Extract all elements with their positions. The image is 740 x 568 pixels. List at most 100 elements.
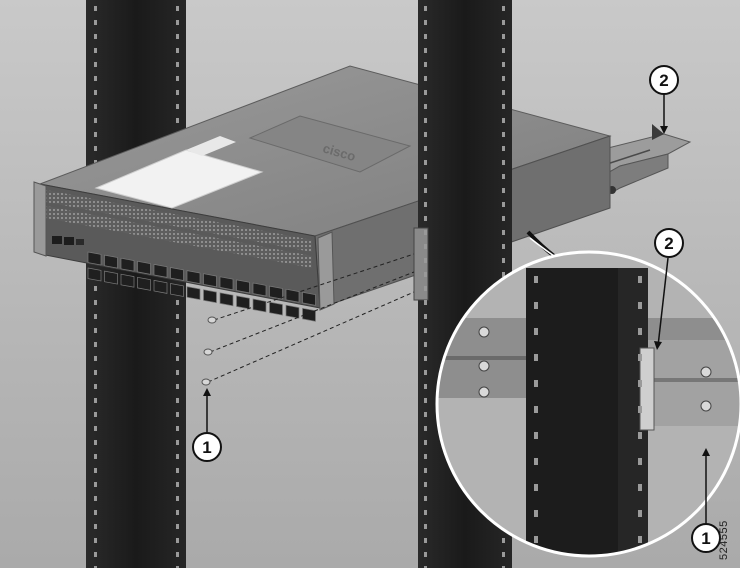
- rack-hole: [176, 300, 179, 305]
- rack-hole: [424, 132, 427, 137]
- callout-2-slide-rail: 2: [649, 65, 679, 95]
- rack-hole: [502, 118, 505, 123]
- front-vent-upper: [46, 190, 312, 252]
- rack-hole: [176, 412, 179, 417]
- rack-hole: [638, 328, 642, 335]
- rack-hole: [176, 314, 179, 319]
- svg-text:2: 2: [664, 234, 673, 253]
- rack-hole: [424, 398, 427, 403]
- rack-hole: [502, 244, 505, 249]
- rack-hole: [424, 230, 427, 235]
- rack-hole: [424, 202, 427, 207]
- rack-hole: [424, 314, 427, 319]
- rack-hole: [176, 468, 179, 473]
- screw-icon: [478, 386, 490, 398]
- rack-hole: [424, 510, 427, 515]
- rack-hole: [424, 90, 427, 95]
- rack-hole: [94, 300, 97, 305]
- rack-hole: [94, 314, 97, 319]
- qsfp-port: [104, 270, 118, 285]
- rack-hole: [638, 458, 642, 465]
- rack-hole: [94, 286, 97, 291]
- rack-hole: [502, 62, 505, 67]
- rack-hole: [638, 432, 642, 439]
- rack-hole: [176, 90, 179, 95]
- rack-hole: [176, 34, 179, 39]
- qsfp-port: [302, 291, 316, 306]
- rack-hole: [94, 146, 97, 151]
- qsfp-port: [104, 254, 118, 269]
- management-port-1: [52, 236, 62, 244]
- rack-hole: [94, 356, 97, 361]
- rack-hole: [638, 536, 642, 543]
- rack-hole: [176, 76, 179, 81]
- rack-hole: [94, 552, 97, 557]
- rack-hole: [502, 174, 505, 179]
- rack-hole: [424, 118, 427, 123]
- rack-hole: [176, 426, 179, 431]
- rack-hole: [638, 484, 642, 491]
- rack-hole: [502, 230, 505, 235]
- rack-hole: [502, 48, 505, 53]
- rack-hole: [424, 412, 427, 417]
- rack-hole: [424, 48, 427, 53]
- rack-hole: [534, 380, 538, 387]
- rack-hole: [534, 484, 538, 491]
- qsfp-port: [137, 260, 151, 275]
- rack-hole: [176, 510, 179, 515]
- rack-hole: [176, 566, 179, 568]
- rack-hole: [534, 354, 538, 361]
- rack-hole: [424, 566, 427, 568]
- rack-hole: [638, 380, 642, 387]
- rack-hole: [502, 552, 505, 557]
- rack-hole: [424, 552, 427, 557]
- rack-hole: [94, 412, 97, 417]
- rack-hole: [424, 244, 427, 249]
- rack-hole: [176, 440, 179, 445]
- rack-hole: [94, 398, 97, 403]
- rack-hole: [176, 6, 179, 11]
- rack-hole: [176, 104, 179, 109]
- rack-hole: [94, 342, 97, 347]
- rack-hole: [424, 272, 427, 277]
- rack-hole: [424, 468, 427, 473]
- rack-hole: [534, 302, 538, 309]
- rack-hole: [94, 34, 97, 39]
- qsfp-port: [153, 279, 168, 294]
- qsfp-port: [285, 288, 300, 303]
- figure-id-label: 524555: [718, 520, 730, 560]
- rack-hole: [94, 328, 97, 333]
- rack-hole: [424, 258, 427, 263]
- svg-text:1: 1: [202, 438, 211, 457]
- rack-hole: [502, 76, 505, 81]
- qsfp-port: [269, 301, 283, 316]
- rack-hole: [94, 538, 97, 543]
- rack-hole: [502, 258, 505, 263]
- rack-hole: [94, 468, 97, 473]
- rack-hole: [502, 216, 505, 221]
- callout-1-screw-detail: 1: [691, 523, 721, 553]
- qsfp-port-grid: [87, 251, 316, 322]
- rack-hole: [94, 6, 97, 11]
- rack-hole: [94, 384, 97, 389]
- qsfp-port: [170, 267, 184, 281]
- magnified-detail-view: [435, 250, 740, 568]
- rack-hole: [176, 552, 179, 557]
- rack-hole: [424, 426, 427, 431]
- rack-hole: [176, 328, 179, 333]
- rack-hole: [94, 104, 97, 109]
- qsfp-port: [137, 276, 151, 291]
- rack-hole: [424, 384, 427, 389]
- rack-hole: [94, 62, 97, 67]
- rack-hole: [94, 510, 97, 515]
- screw-icon: [203, 348, 213, 356]
- rack-hole: [638, 562, 642, 568]
- rack-hole: [424, 104, 427, 109]
- rack-hole: [424, 370, 427, 375]
- rack-hole: [502, 272, 505, 277]
- svg-text:1: 1: [701, 529, 710, 548]
- rack-hole: [638, 510, 642, 517]
- rack-hole: [424, 76, 427, 81]
